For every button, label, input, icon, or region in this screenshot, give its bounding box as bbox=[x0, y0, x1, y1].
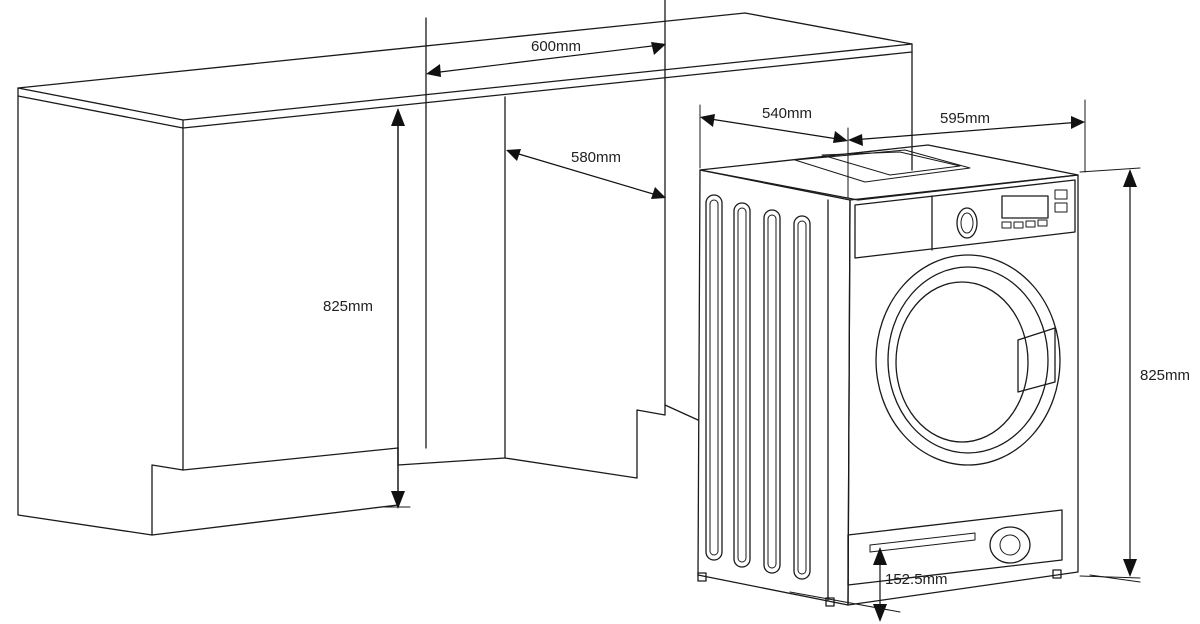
display-icon bbox=[1001, 195, 1049, 219]
left-cabinet-side bbox=[17, 95, 153, 536]
worktop-front-edge bbox=[17, 87, 184, 129]
control-panel bbox=[854, 179, 1076, 259]
program-knob-icon bbox=[956, 207, 978, 239]
kitchen-cabinet bbox=[17, 0, 913, 536]
dim-line-machine-width bbox=[851, 121, 1082, 141]
dim-line-machine-depth bbox=[703, 117, 845, 141]
label-opening-height: 825mm bbox=[323, 298, 373, 315]
dim-line-opening-depth bbox=[511, 151, 661, 197]
label-machine-height: 825mm bbox=[1140, 367, 1190, 384]
machine-top bbox=[699, 144, 1079, 201]
machine-side bbox=[697, 169, 851, 606]
dim-line-opening-width bbox=[431, 44, 661, 74]
side-ribs bbox=[705, 194, 811, 580]
left-cabinet-front bbox=[151, 127, 184, 536]
feet-icon bbox=[697, 569, 1062, 607]
worktop-back-edge bbox=[182, 51, 913, 129]
label-machine-depth: 540mm bbox=[762, 105, 812, 122]
label-machine-width: 595mm bbox=[940, 110, 990, 127]
label-plinth-height: 152.5mm bbox=[885, 571, 948, 588]
door-icon bbox=[875, 254, 1061, 466]
label-opening-width: 600mm bbox=[531, 38, 581, 55]
label-opening-depth: 580mm bbox=[571, 149, 621, 166]
washing-machine bbox=[697, 144, 1141, 613]
filter-panel bbox=[847, 509, 1063, 586]
dimension-lines bbox=[384, 42, 1141, 622]
machine-front bbox=[847, 174, 1079, 606]
drain-filter-icon bbox=[989, 526, 1031, 564]
